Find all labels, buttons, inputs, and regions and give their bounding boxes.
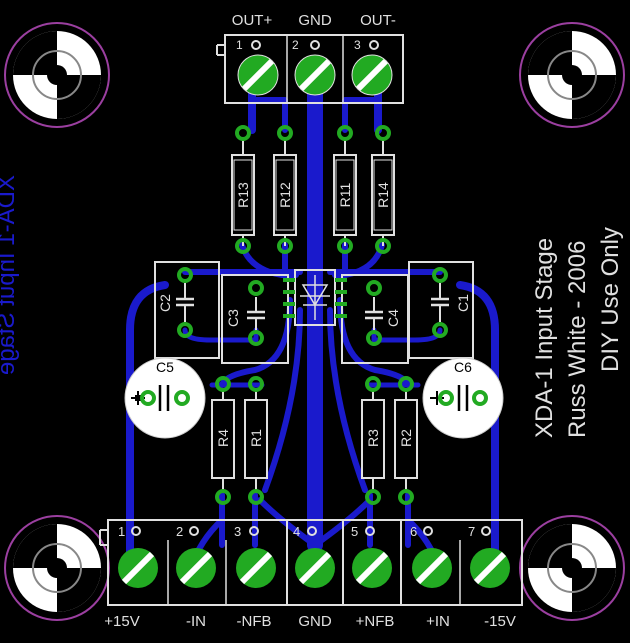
bottom-pin-number-3: 3 bbox=[234, 524, 241, 539]
bottom-connector: 1 2 3 4 5 6 7 bbox=[99, 519, 523, 630]
label-r4: R4 bbox=[215, 429, 231, 447]
screw-terminal-icon bbox=[351, 54, 393, 96]
resistor-r1: R1 bbox=[244, 399, 268, 479]
capacitor-c2: C2 bbox=[154, 261, 220, 359]
resistor-r12: R12 bbox=[273, 154, 297, 236]
title-line-1: XDA-1 Input Stage bbox=[531, 238, 558, 438]
bottom-label-minus15v: -15V bbox=[484, 613, 516, 630]
resistor-r4: R4 bbox=[211, 399, 235, 479]
mounting-hole-icon bbox=[4, 515, 110, 621]
bottom-label-minus-nfb: -NFB bbox=[237, 613, 272, 630]
bottom-pin-number-7: 7 bbox=[468, 524, 475, 539]
label-c3: C3 bbox=[225, 309, 241, 327]
title-line-2: Russ White - 2006 bbox=[564, 241, 591, 438]
screw-terminal-icon bbox=[470, 548, 510, 588]
screw-terminal-icon bbox=[412, 548, 452, 588]
resistor-r13: R13 bbox=[231, 154, 255, 236]
screw-terminal-icon bbox=[295, 548, 335, 588]
screw-terminal-icon bbox=[294, 54, 336, 96]
top-pin-number-1: 1 bbox=[236, 38, 243, 52]
bottom-pin-number-5: 5 bbox=[351, 524, 358, 539]
top-connector-label-out-plus: OUT+ bbox=[232, 12, 273, 29]
capacitor-c4: C4 bbox=[341, 274, 409, 364]
top-pin-number-3: 3 bbox=[354, 38, 361, 52]
top-connector-label-gnd: GND bbox=[298, 12, 332, 29]
bottom-label-plus-in: +IN bbox=[426, 613, 450, 630]
mounting-holes bbox=[4, 22, 625, 621]
label-r2: R2 bbox=[398, 429, 414, 447]
bottom-label-minus-in: -IN bbox=[186, 613, 206, 630]
screw-terminal-icon bbox=[236, 548, 276, 588]
bottom-label-plus15v: +15V bbox=[104, 613, 139, 630]
top-connector-label-out-minus: OUT- bbox=[360, 12, 396, 29]
bottom-pin-number-1: 1 bbox=[118, 524, 125, 539]
bottom-pin-number-4: 4 bbox=[293, 524, 300, 539]
resistor-r14: R14 bbox=[371, 154, 395, 236]
capacitor-c6: C6 bbox=[422, 357, 504, 439]
bottom-label-plus-nfb: +NFB bbox=[356, 613, 395, 630]
label-r13: R13 bbox=[235, 182, 251, 208]
label-c4: C4 bbox=[385, 309, 401, 327]
label-r1: R1 bbox=[248, 429, 264, 447]
label-c2: C2 bbox=[157, 294, 173, 312]
resistor-r2: R2 bbox=[394, 399, 418, 479]
ic-chip-icon bbox=[283, 269, 347, 326]
label-r12: R12 bbox=[277, 182, 293, 208]
label-c5: C5 bbox=[156, 359, 174, 375]
mounting-hole-icon bbox=[4, 22, 110, 128]
resistor-r11: R11 bbox=[333, 154, 357, 236]
resistor-top-pads bbox=[235, 125, 391, 254]
mounting-hole-icon bbox=[519, 515, 625, 621]
resistors-bottom: R4 R1 R3 R2 bbox=[211, 376, 418, 505]
bottom-label-gnd: GND bbox=[298, 613, 332, 630]
screw-terminal-icon bbox=[237, 54, 279, 96]
screw-terminal-icon bbox=[176, 548, 216, 588]
label-c1: C1 bbox=[455, 294, 471, 312]
screw-terminal-icon bbox=[352, 548, 392, 588]
bottom-layer-mirrored-text: XDA-1 Input Stage bbox=[0, 175, 20, 375]
label-r3: R3 bbox=[365, 429, 381, 447]
top-connector: OUT+ GND OUT- 1 2 3 bbox=[216, 12, 404, 104]
top-pin-number-2: 2 bbox=[292, 38, 299, 52]
label-c6: C6 bbox=[454, 359, 472, 375]
label-r14: R14 bbox=[375, 182, 391, 208]
screw-terminal-icon bbox=[118, 548, 158, 588]
title-line-3: DIY Use Only bbox=[597, 227, 624, 372]
board-title-text: XDA-1 Input Stage Russ White - 2006 DIY … bbox=[531, 227, 624, 438]
resistors-top: R13 R12 R11 R14 bbox=[231, 125, 395, 254]
resistor-r3: R3 bbox=[361, 399, 385, 479]
mounting-hole-icon bbox=[519, 22, 625, 128]
capacitor-c5: C5 bbox=[124, 357, 206, 439]
label-r11: R11 bbox=[337, 182, 353, 207]
capacitor-c3: C3 bbox=[221, 274, 289, 364]
bottom-pin-number-2: 2 bbox=[176, 524, 183, 539]
bottom-pin-number-6: 6 bbox=[410, 524, 417, 539]
